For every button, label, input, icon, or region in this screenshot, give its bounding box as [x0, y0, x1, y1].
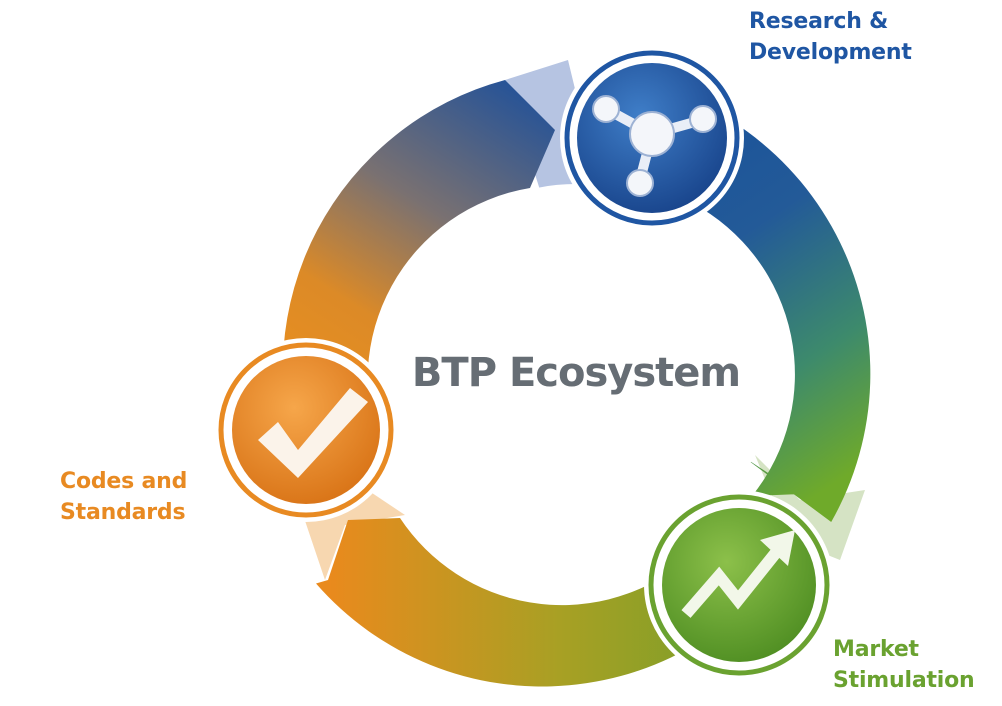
label-line: Codes and — [60, 469, 188, 494]
research-badge — [560, 46, 744, 230]
label-line: Stimulation — [833, 668, 975, 693]
codes-badge — [214, 338, 398, 522]
label-line: Research & — [749, 9, 889, 34]
ring-segment-blue-green — [614, 77, 871, 522]
label-line: Standards — [60, 500, 186, 525]
connector-right — [755, 455, 865, 560]
trend-arrow-icon — [681, 530, 795, 618]
label-research-development: Research & Development — [749, 6, 912, 68]
market-badge — [644, 490, 834, 680]
label-codes-standards: Codes and Standards — [60, 466, 187, 528]
ring-center — [382, 184, 770, 572]
center-title: BTP Ecosystem — [411, 350, 741, 396]
label-line: Development — [749, 40, 912, 65]
label-market-stimulation: Market Stimulation — [833, 634, 975, 696]
checkmark-icon — [258, 388, 368, 478]
label-line: Market — [833, 637, 919, 662]
